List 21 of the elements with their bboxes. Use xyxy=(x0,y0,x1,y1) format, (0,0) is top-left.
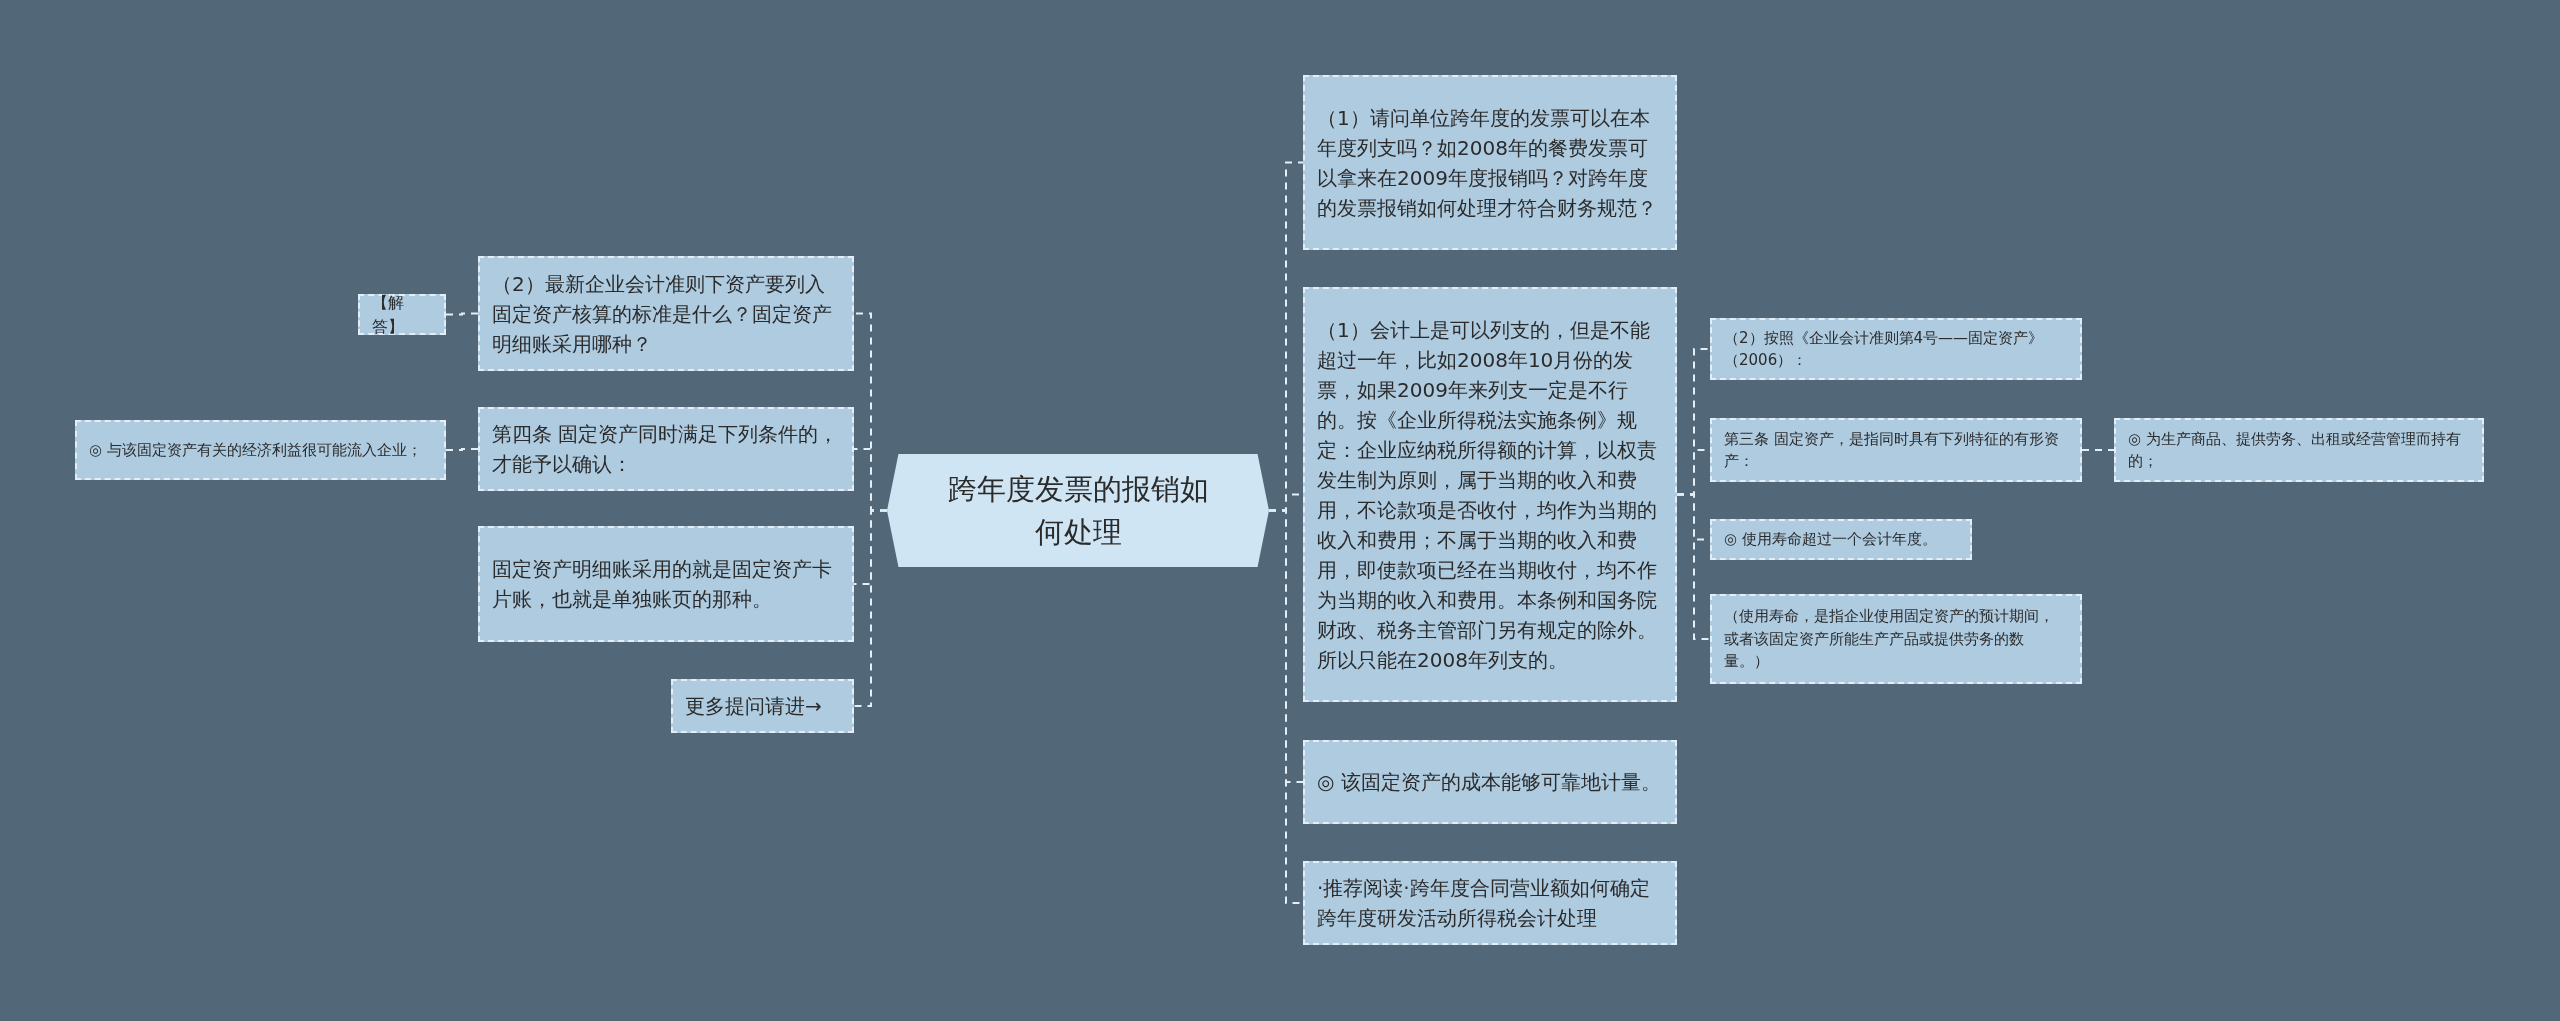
connector-line xyxy=(2081,449,2115,451)
central-topic: 跨年度发票的报销如何处理 xyxy=(887,454,1269,567)
connector-line xyxy=(445,312,479,316)
topic-box: （1）会计上是可以列支的，但是不能超过一年，比如2008年10月份的发票，如果2009年来列支一定是不行的。按《企业所得税法实施条例》规定：企业应纳税所得额的计算，以权责发生制为原则，属于当期的收入和费用，不论款项是否收付，均作为当期的收入和费用；不属于当期的收入和费用，即使款项已经在当期收付，均不作为当期的收入和费用。本条例和国务院财政、税务主管部门另有规定的除外。所以只能在2008年列支的。 xyxy=(1303,287,1677,702)
topic-box: ◎ 使用寿命超过一个会计年度。 xyxy=(1710,519,1972,560)
connector-line xyxy=(1676,493,1711,640)
topic-box: 第四条 固定资产同时满足下列条件的，才能予以确认： xyxy=(478,407,854,491)
connector-line xyxy=(853,509,888,707)
topic-box: （使用寿命，是指企业使用固定资产的预计期间，或者该固定资产所能生产产品或提供劳务的数量。） xyxy=(1710,594,2082,684)
topic-box: ◎ 与该固定资产有关的经济利益很可能流入企业； xyxy=(75,420,446,480)
topic-box: 固定资产明细账采用的就是固定资产卡片账，也就是单独账页的那种。 xyxy=(478,526,854,642)
topic-box: ·推荐阅读·跨年度合同营业额如何确定跨年度研发活动所得税会计处理 xyxy=(1303,861,1677,945)
connector-line xyxy=(445,448,479,451)
topic-box: （2）按照《企业会计准则第4号——固定资产》（2006）： xyxy=(1710,318,2082,380)
topic-box: 第三条 固定资产，是指同时具有下列特征的有形资产： xyxy=(1710,418,2082,482)
topic-box: （2）最新企业会计准则下资产要列入固定资产核算的标准是什么？固定资产明细账采用哪种？ xyxy=(478,256,854,371)
topic-box: ◎ 为生产商品、提供劳务、出租或经营管理而持有的； xyxy=(2114,418,2484,482)
topic-box: 【解答】 xyxy=(358,294,446,335)
topic-box: （1）请问单位跨年度的发票可以在本年度列支吗？如2008年的餐费发票可以拿来在2009年度报销吗？对跨年度的发票报销如何处理才符合财务规范？ xyxy=(1303,75,1677,250)
topic-box: ◎ 该固定资产的成本能够可靠地计量。 xyxy=(1303,740,1677,824)
topic-box: 更多提问请进→ xyxy=(671,679,854,733)
